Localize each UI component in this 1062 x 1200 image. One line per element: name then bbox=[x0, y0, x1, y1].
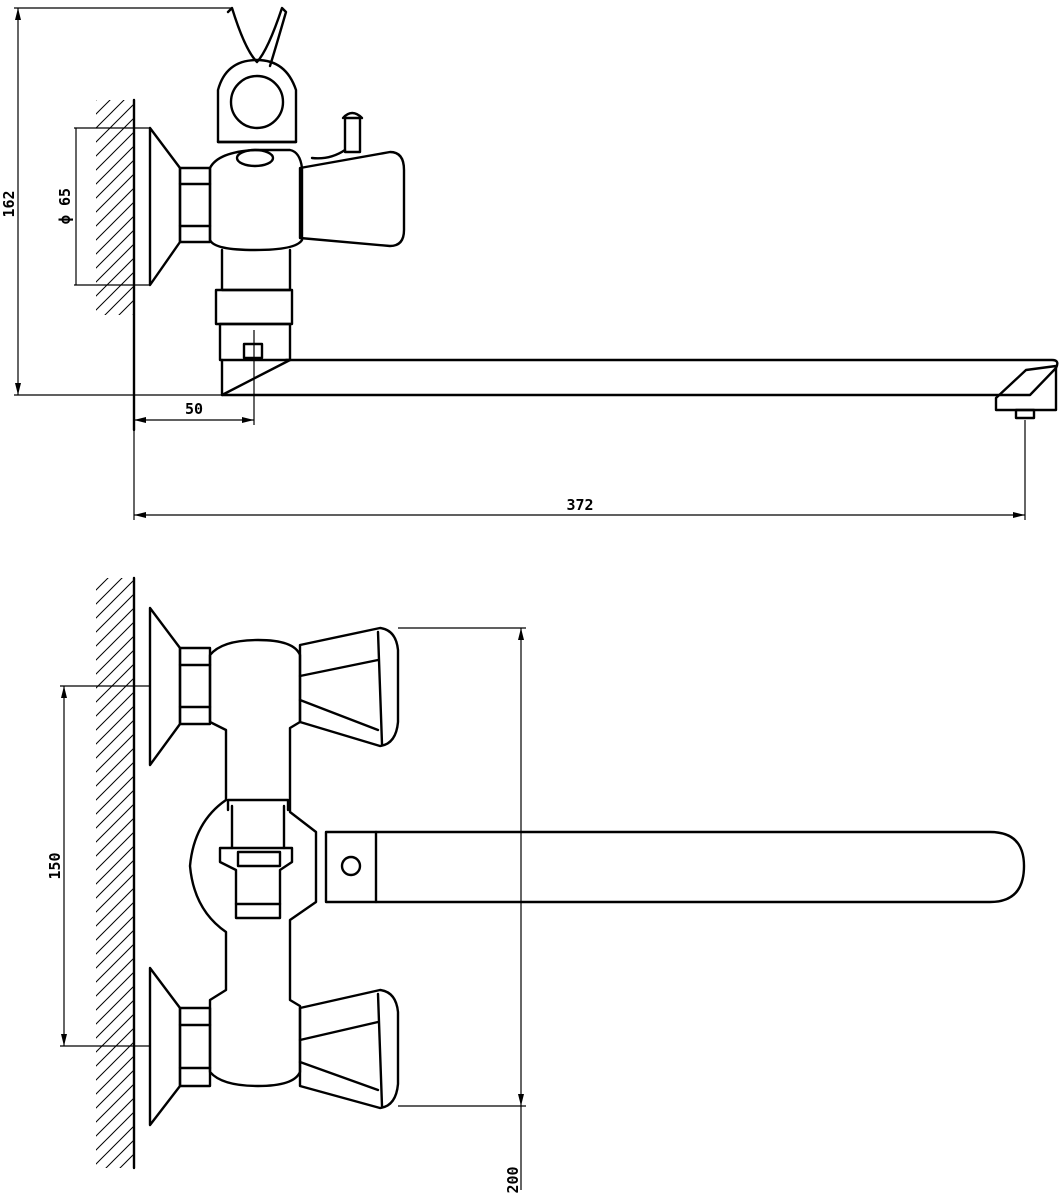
diverter-knob bbox=[343, 116, 362, 154]
shower-holder-clip bbox=[218, 846, 294, 920]
lower-handle-facet bbox=[298, 992, 384, 1108]
lower-handle bbox=[298, 988, 400, 1110]
wall-hatch-front bbox=[96, 578, 134, 1168]
upper-handle-facet bbox=[298, 630, 384, 746]
spacing-dim-arrow-bottom bbox=[61, 1034, 67, 1046]
flange-diameter-label: ϕ 65 bbox=[56, 188, 74, 224]
height-dim-arrow-bottom bbox=[15, 383, 21, 395]
upper-flange bbox=[148, 606, 182, 767]
upper-nut bbox=[178, 646, 212, 726]
lever-handle-side bbox=[298, 150, 406, 248]
length-dim-label: 372 bbox=[566, 496, 593, 514]
main-body-front bbox=[188, 638, 318, 1088]
front-height-arrow-bottom bbox=[518, 1094, 524, 1106]
lower-nut bbox=[214, 288, 294, 326]
wall-flange-side bbox=[148, 126, 182, 287]
offset-dim-arrow-left bbox=[134, 417, 146, 423]
lower-stem bbox=[220, 248, 292, 292]
diverter-link bbox=[310, 148, 347, 160]
spacing-dim-label: 150 bbox=[46, 852, 64, 879]
shower-holder-arms bbox=[226, 6, 288, 68]
spout-bolt bbox=[340, 855, 362, 877]
valve-body-side bbox=[208, 148, 304, 252]
spout-tip bbox=[994, 364, 1058, 412]
length-dim-arrow-left bbox=[134, 512, 146, 518]
spout-front bbox=[374, 830, 1026, 904]
spout-collar-front bbox=[324, 830, 378, 904]
diverter-knob-top bbox=[341, 111, 364, 120]
shower-holder-body bbox=[216, 58, 298, 144]
front-view: 150 200 bbox=[46, 576, 1026, 1194]
shower-holder-slot bbox=[236, 850, 282, 868]
spout-base bbox=[220, 358, 292, 397]
offset-dim-arrow-right bbox=[242, 417, 254, 423]
lower-flange bbox=[148, 966, 182, 1127]
wall-hatch-side bbox=[96, 100, 134, 315]
offset-dim-label: 50 bbox=[185, 400, 203, 418]
side-view: 162 ϕ 65 50 372 bbox=[0, 6, 1059, 520]
spout-notch bbox=[242, 342, 264, 360]
height-dim-arrow-top bbox=[15, 8, 21, 20]
shower-holder-ring bbox=[229, 74, 285, 130]
hex-nut-side bbox=[178, 166, 212, 244]
front-height-arrow-top bbox=[518, 628, 524, 640]
shower-holder-joint bbox=[235, 148, 275, 168]
spout-side bbox=[220, 358, 1059, 397]
height-dim-label: 162 bbox=[0, 190, 18, 217]
spacing-dim-arrow-top bbox=[61, 686, 67, 698]
upper-handle bbox=[298, 626, 400, 748]
lower-collar bbox=[218, 322, 292, 362]
shower-holder-front bbox=[226, 798, 290, 850]
spout-aerator bbox=[1014, 408, 1036, 420]
front-height-label: 200 bbox=[504, 1166, 522, 1193]
length-dim-arrow-right bbox=[1013, 512, 1025, 518]
lower-nut-front bbox=[178, 1006, 212, 1088]
